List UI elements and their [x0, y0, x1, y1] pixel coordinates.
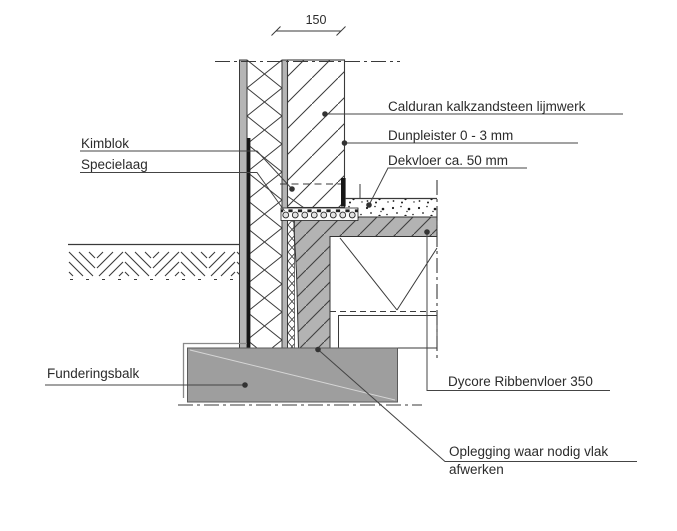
edge-insulation-strip: [287, 220, 295, 349]
label-kimblok: Kimblok: [81, 135, 130, 151]
rib-floor-bottom-flange: [338, 315, 438, 349]
wall-insulation-hatch: [247, 60, 282, 348]
rib-floor-ribs: [330, 237, 438, 312]
label-dekvloer: Dekvloer ca. 50 mm: [388, 152, 509, 168]
label-dunpleister: Dunpleister 0 - 3 mm: [388, 128, 514, 143]
leader-dekvloer: [368, 167, 527, 206]
leader-lines: [45, 113, 637, 462]
label-funderingsbalk: Funderingsbalk: [47, 366, 140, 381]
dpc-foil-bar: [246, 138, 251, 348]
calduran-wall-hatch: [286, 59, 346, 209]
wall-inner-strip: [281, 59, 288, 349]
label-dycore: Dycore Ribbenvloer 350: [448, 373, 593, 389]
leader-dots: [242, 111, 430, 388]
foundation-beam: [182, 342, 398, 403]
dimension-value: 150: [305, 13, 327, 27]
label-specielaag: Specielaag: [81, 156, 148, 172]
specielaag-strip: [280, 207, 359, 221]
label-oplegging-line1: Oplegging waar nodig vlak: [449, 443, 609, 459]
wall-outer-strip: [239, 59, 248, 349]
screed-layer: [345, 197, 437, 216]
dimension-line-150: [271, 26, 346, 36]
leader-dycore: [426, 232, 610, 391]
leader-oplegging: [317, 349, 637, 462]
leader-kimblok: [80, 150, 293, 190]
label-calduran: Calduran kalkzandsteen lijmwerk: [388, 99, 586, 114]
label-oplegging-line2: afwerken: [449, 462, 504, 477]
ground-hatch: [68, 243, 240, 280]
plinth-mark: [341, 178, 346, 207]
leader-specielaag: [80, 172, 285, 212]
